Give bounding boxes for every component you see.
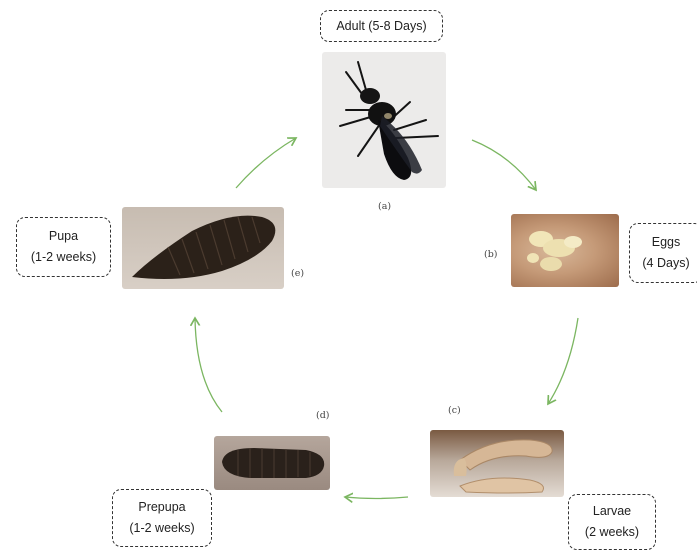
arrow-eggs-to-larvae — [548, 318, 578, 404]
photo-prepupa — [214, 436, 330, 490]
tag-b: (b) — [484, 249, 498, 260]
label-eggs-line1: Eggs — [630, 232, 697, 253]
label-pupa: Pupa (1-2 weeks) — [16, 217, 111, 277]
photo-eggs — [511, 214, 619, 287]
label-eggs: Eggs (4 Days) — [629, 223, 697, 283]
arrow-prepupa-to-pupa — [195, 318, 222, 412]
label-prepupa-line2: (1-2 weeks) — [113, 518, 211, 539]
photo-larvae — [430, 430, 564, 497]
label-eggs-line2: (4 Days) — [630, 253, 697, 274]
tag-e: (e) — [291, 268, 304, 279]
photo-adult — [322, 52, 446, 188]
label-adult: Adult (5-8 Days) — [320, 10, 443, 42]
arrow-pupa-to-adult — [236, 138, 296, 188]
tag-d: (d) — [316, 410, 330, 421]
label-larvae: Larvae (2 weeks) — [568, 494, 656, 550]
label-pupa-line1: Pupa — [17, 226, 110, 247]
label-prepupa: Prepupa (1-2 weeks) — [112, 489, 212, 547]
tag-c: (c) — [448, 405, 461, 416]
label-pupa-line2: (1-2 weeks) — [17, 247, 110, 268]
arrow-adult-to-eggs — [472, 140, 536, 190]
label-adult-text: Adult (5-8 Days) — [321, 16, 442, 37]
tag-a: (a) — [378, 201, 391, 212]
photo-pupa — [122, 207, 284, 289]
label-prepupa-line1: Prepupa — [113, 497, 211, 518]
label-larvae-line1: Larvae — [569, 501, 655, 522]
arrow-larvae-to-prepupa — [345, 497, 408, 499]
label-larvae-line2: (2 weeks) — [569, 522, 655, 543]
